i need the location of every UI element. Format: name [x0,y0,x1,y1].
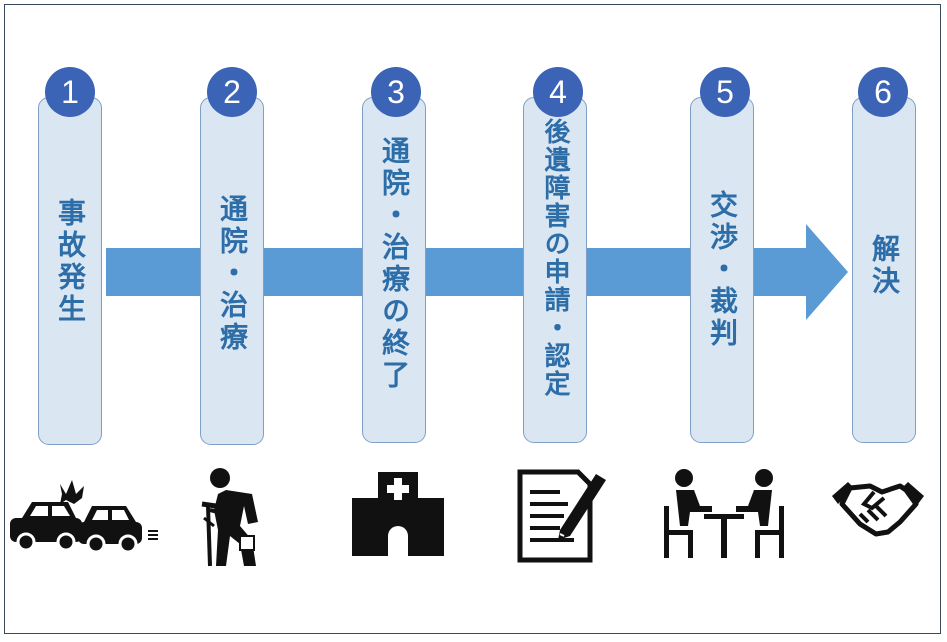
step-3-number-badge: 3 [371,67,421,117]
step-4-number-badge: 4 [533,67,583,117]
step-4-box: 後遺障害の申請・認定 [523,97,587,443]
injured-person-crutch-icon [201,468,258,567]
step-6-label: 解決 [868,234,901,298]
step-4-label: 後遺障害の申請・認定 [540,118,570,398]
step-2-label: 通院・治療 [216,194,249,354]
step-5-number-badge: 5 [700,67,750,117]
step-3-box: 通院・治療の終了 [362,97,426,443]
step-6-number-badge: 6 [858,67,908,117]
car-collision-icon [10,480,158,554]
step-2-box: 通院・治療 [200,97,264,445]
step-3-label: 通院・治療の終了 [378,136,411,392]
hospital-icon [352,472,444,556]
diagram-frame [4,4,941,634]
document-pen-icon [517,469,606,563]
step-5-box: 交渉・裁判 [690,97,754,443]
handshake-icon [832,482,924,537]
step-1-number-badge: 1 [45,67,95,117]
step-1-box: 事故発生 [38,97,102,445]
step-1-label: 事故発生 [54,198,87,326]
step-6-box: 解決 [852,97,916,443]
step-5-label: 交渉・裁判 [706,190,739,350]
meeting-table-icon [664,469,784,558]
step-2-number-badge: 2 [207,67,257,117]
